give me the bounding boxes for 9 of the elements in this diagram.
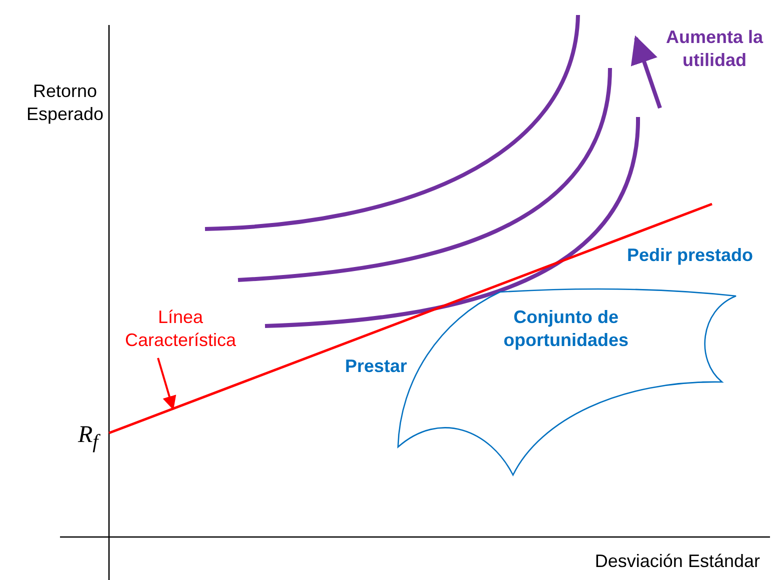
region-label: Pedir prestado [626, 244, 754, 267]
region-label: Prestar [344, 355, 408, 378]
direction-label: Aumenta la utilidad [664, 26, 764, 72]
region-label: Conjunto de oportunidades [502, 306, 630, 352]
axis-value: R$_{f}$ [78, 421, 102, 455]
axis-title: Desviación Estándar [594, 550, 760, 573]
axis-title: Retorno Esperado [25, 80, 105, 126]
line-label: Línea Característica [108, 306, 253, 353]
leader-line [157, 358, 176, 410]
